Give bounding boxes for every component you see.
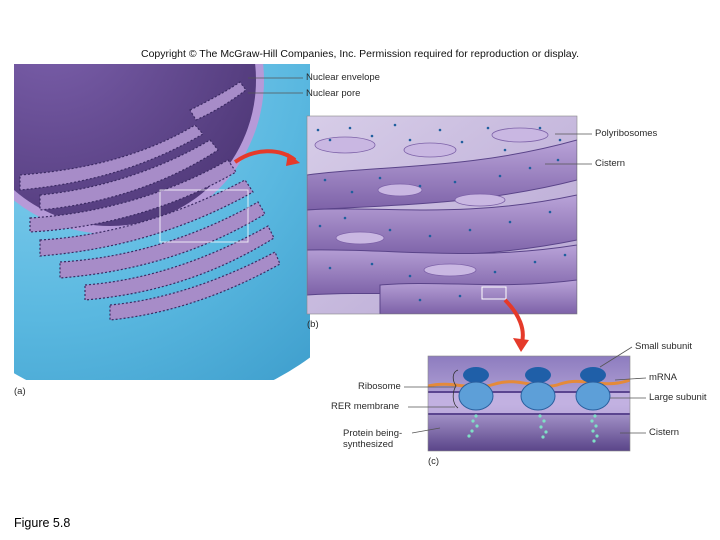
label-rer-membrane: RER membrane: [331, 401, 399, 412]
panel-b-rer-closeup: [307, 116, 577, 314]
label-nuclear-pore: Nuclear pore: [306, 88, 360, 99]
label-large-subunit: Large subunit: [649, 392, 707, 403]
figure-caption: Figure 5.8: [14, 516, 70, 530]
label-ribosome: Ribosome: [358, 381, 401, 392]
label-synthesized: synthesized: [343, 439, 393, 450]
panel-b-label: (b): [307, 319, 319, 330]
panel-c-label: (c): [428, 456, 439, 467]
label-small-subunit: Small subunit: [635, 341, 692, 352]
label-cistern-b: Cistern: [595, 158, 625, 169]
label-nuclear-envelope: Nuclear envelope: [306, 72, 380, 83]
label-protein-being: Protein being-: [343, 428, 402, 439]
panel-c-ribosome-detail: [428, 356, 630, 451]
label-polyribosomes: Polyribosomes: [595, 128, 657, 139]
panel-a-label: (a): [14, 386, 26, 397]
label-mrna: mRNA: [649, 372, 677, 383]
label-cistern-c: Cistern: [649, 427, 679, 438]
